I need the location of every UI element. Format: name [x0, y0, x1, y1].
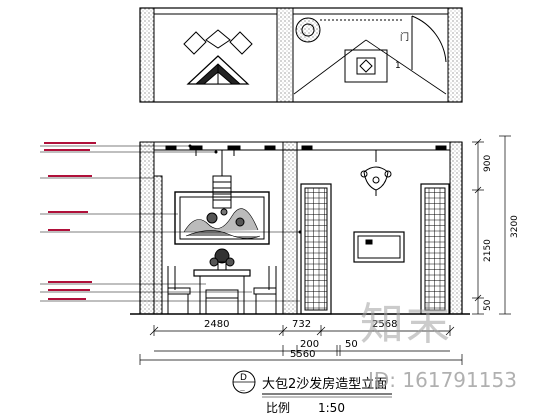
svg-text:—: — [240, 388, 245, 394]
dim-bottom-732: 732 [292, 319, 311, 330]
lattice-screen-right [424, 187, 446, 311]
annotation-text-stubs [44, 142, 96, 300]
scale-value: 1:50 [318, 401, 345, 415]
lattice-screen-left [304, 187, 328, 311]
elevation-view [130, 141, 470, 315]
dim-bottom-total: 5560 [290, 349, 315, 360]
dim-bottom-50: 50 [345, 339, 358, 350]
dining-set-icon [167, 248, 277, 315]
chandelier-icon [360, 150, 392, 196]
wall-painting [174, 191, 270, 245]
dim-bottom-200: 200 [300, 339, 319, 350]
plan-table-icon [344, 49, 388, 83]
dim-bottom-2568: 2568 [372, 319, 397, 330]
plan-dining-set-icon [183, 29, 253, 85]
dim-right-50: 50 [483, 299, 493, 311]
scale-label: 比例 [266, 401, 290, 415]
svg-text:1: 1 [395, 61, 401, 71]
dim-right-900: 900 [483, 155, 493, 172]
plan-door-icon [411, 15, 447, 70]
right-dimensions [472, 135, 511, 315]
title-block: D — 大包2沙发房造型立面 比例 1:50 [232, 370, 392, 415]
ceiling-spotlights-right [301, 145, 447, 151]
section-symbol-letter: D [240, 373, 247, 383]
drawing-title: 大包2沙发房造型立面 [262, 376, 387, 392]
tv-icon [353, 231, 405, 263]
dim-bottom-2480: 2480 [204, 319, 229, 330]
svg-text:门: 门 [400, 31, 409, 43]
plan-view: 门 1 [139, 7, 463, 103]
pendant-lamp-icon [212, 150, 232, 209]
plan-plant-icon [295, 17, 321, 43]
dim-right-3200: 3200 [510, 215, 520, 238]
dim-right-2150: 2150 [483, 239, 493, 262]
ceiling-spotlights-left [165, 145, 276, 156]
bottom-dimensions [139, 325, 463, 365]
annotation-leaders [40, 144, 302, 302]
